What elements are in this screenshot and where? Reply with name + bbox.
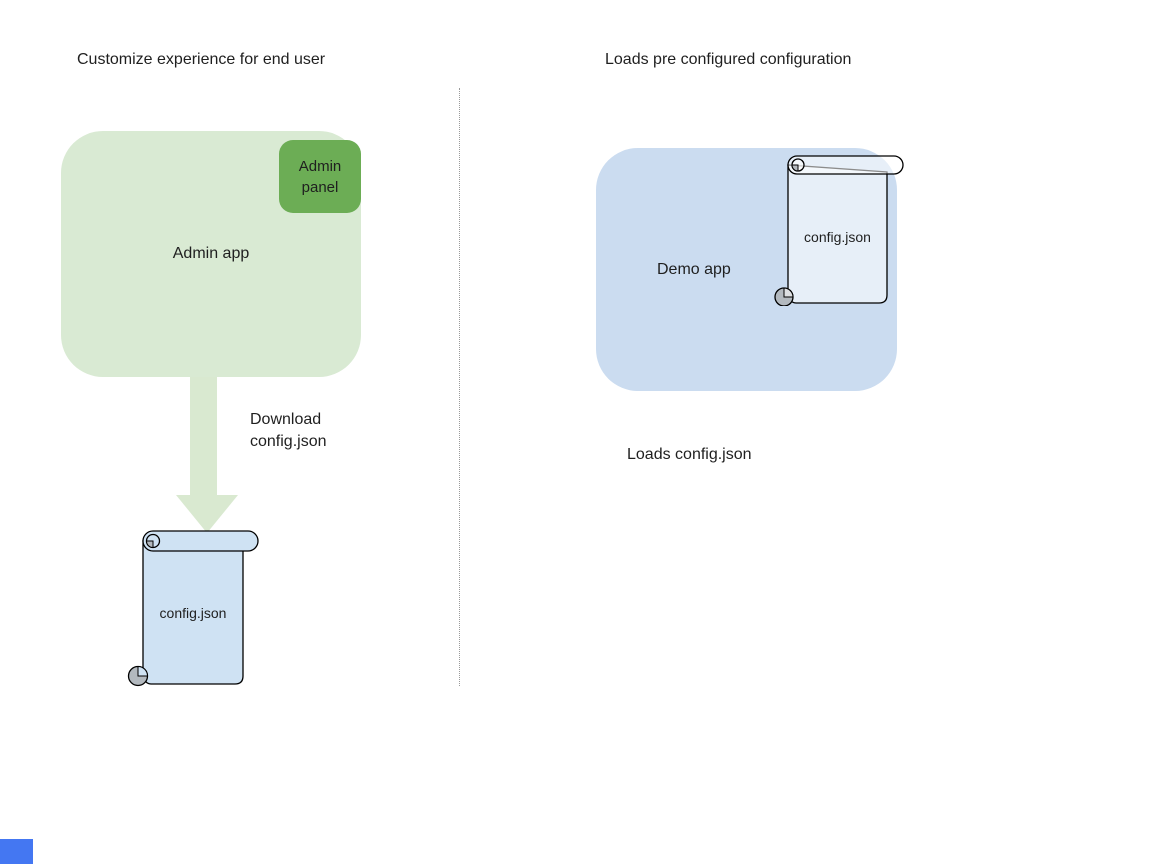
arrow-caption: Download config.json: [250, 411, 327, 450]
left-column-title: Customize experience for end user: [77, 51, 326, 68]
right-caption: Loads config.json: [627, 446, 752, 463]
config-label-left: config.json: [159, 605, 227, 621]
admin-app-label: Admin app: [172, 245, 250, 262]
download-arrow-shape: [176, 377, 238, 533]
scroll-top-curl-shade: [791, 164, 799, 172]
config-scroll-right: [774, 155, 904, 306]
offcanvas-blue-fragment: [0, 839, 33, 864]
admin-panel-label: Admin panel: [298, 157, 342, 196]
scroll-top-curl-shade: [145, 540, 154, 549]
scroll-bottom-curl-notch: [783, 287, 794, 298]
right-column-title: Loads pre configured configuration: [605, 51, 852, 68]
config-label-right: config.json: [804, 229, 871, 245]
config-scroll-left: [127, 530, 259, 687]
section-divider: [459, 88, 460, 686]
demo-app-label: Demo app: [657, 261, 731, 278]
scroll-top-roll: [142, 530, 259, 552]
admin-panel-badge: Admin panel: [279, 140, 361, 213]
admin-app-box: Admin panel Admin app: [61, 131, 361, 377]
scroll-top-roll: [787, 155, 904, 175]
scroll-bottom-curl-notch: [137, 665, 149, 677]
download-arrow: [176, 377, 238, 533]
